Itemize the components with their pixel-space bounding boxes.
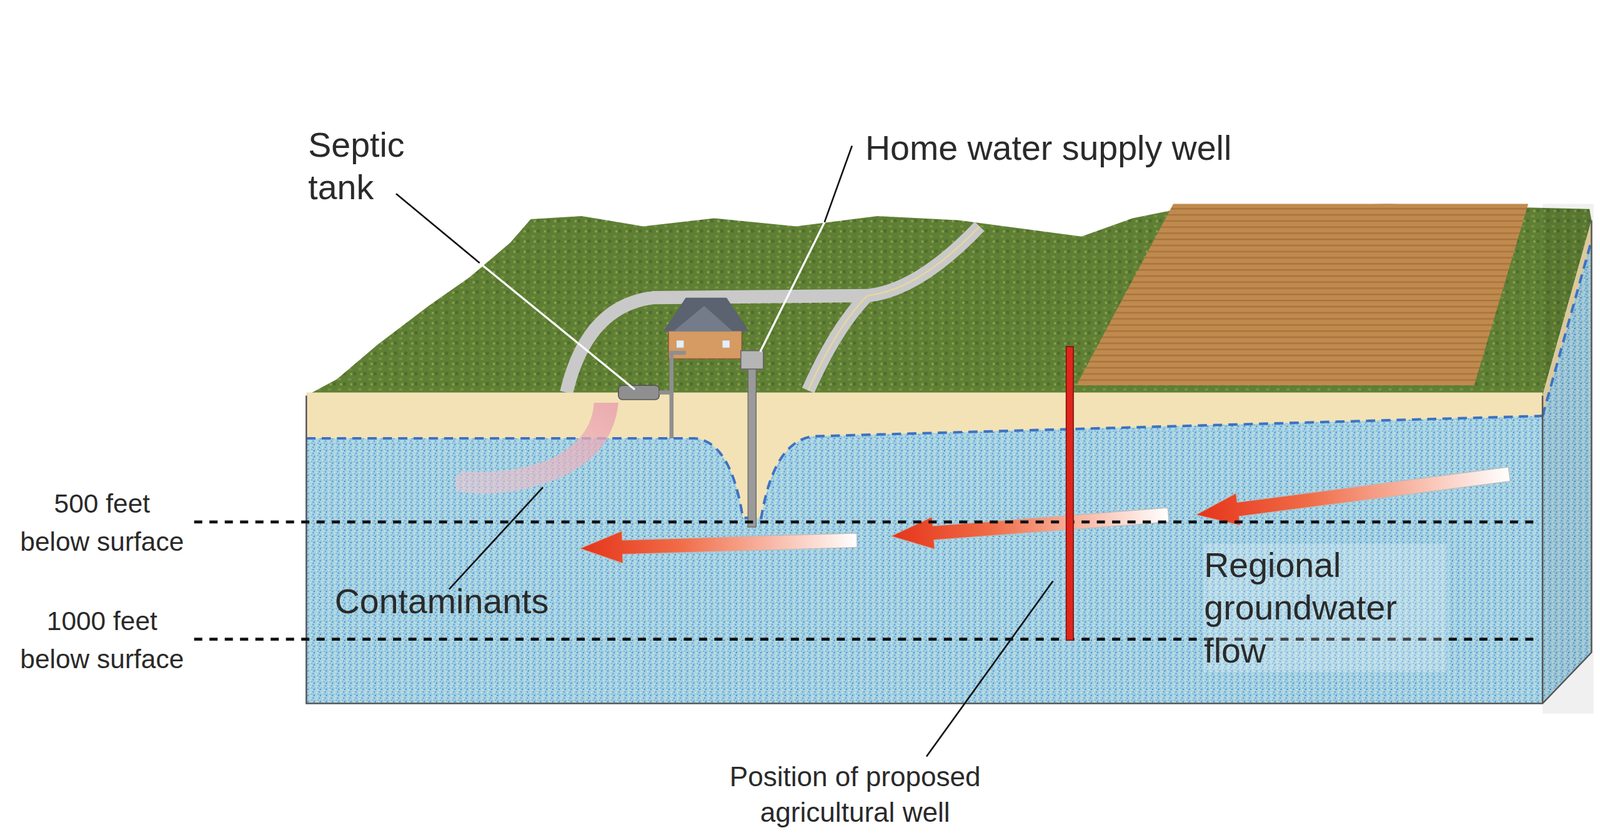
leader-line [449, 487, 543, 590]
callout-label: Contaminants [334, 580, 601, 624]
leader-line [824, 145, 853, 222]
callout-label: Septic tank [308, 123, 462, 210]
flow-arrow [1193, 457, 1512, 532]
leader-line [926, 581, 1053, 758]
sand-layer [306, 392, 1543, 705]
leader-line [760, 222, 825, 352]
depth-label: 1000 feet below surface [18, 602, 186, 679]
leader-line [396, 193, 480, 264]
terrain-surface [306, 204, 1592, 397]
depth-line [194, 520, 1541, 524]
depth-label: 500 feet below surface [18, 485, 186, 562]
proposed-well [1066, 346, 1074, 641]
block-outline [306, 220, 1592, 705]
contaminant-plume [454, 402, 619, 495]
road [808, 295, 868, 391]
leader-line [479, 263, 635, 390]
house [663, 298, 750, 360]
side-shade [1542, 204, 1594, 715]
water-table [1542, 240, 1592, 417]
flow-arrow [579, 524, 858, 565]
flow-arrow [889, 499, 1170, 553]
road-line [808, 226, 980, 391]
water-table [306, 416, 1543, 518]
home-well [740, 351, 764, 528]
callout-label: Position of proposed agricultural well [702, 759, 1009, 831]
callout-label: Home water supply well [865, 126, 1437, 170]
farm-field [1076, 204, 1529, 387]
septic-tank [618, 351, 686, 439]
saturated-zone [306, 416, 1543, 704]
flow-label: Regional groundwater flow [1203, 544, 1447, 673]
road [566, 226, 980, 393]
